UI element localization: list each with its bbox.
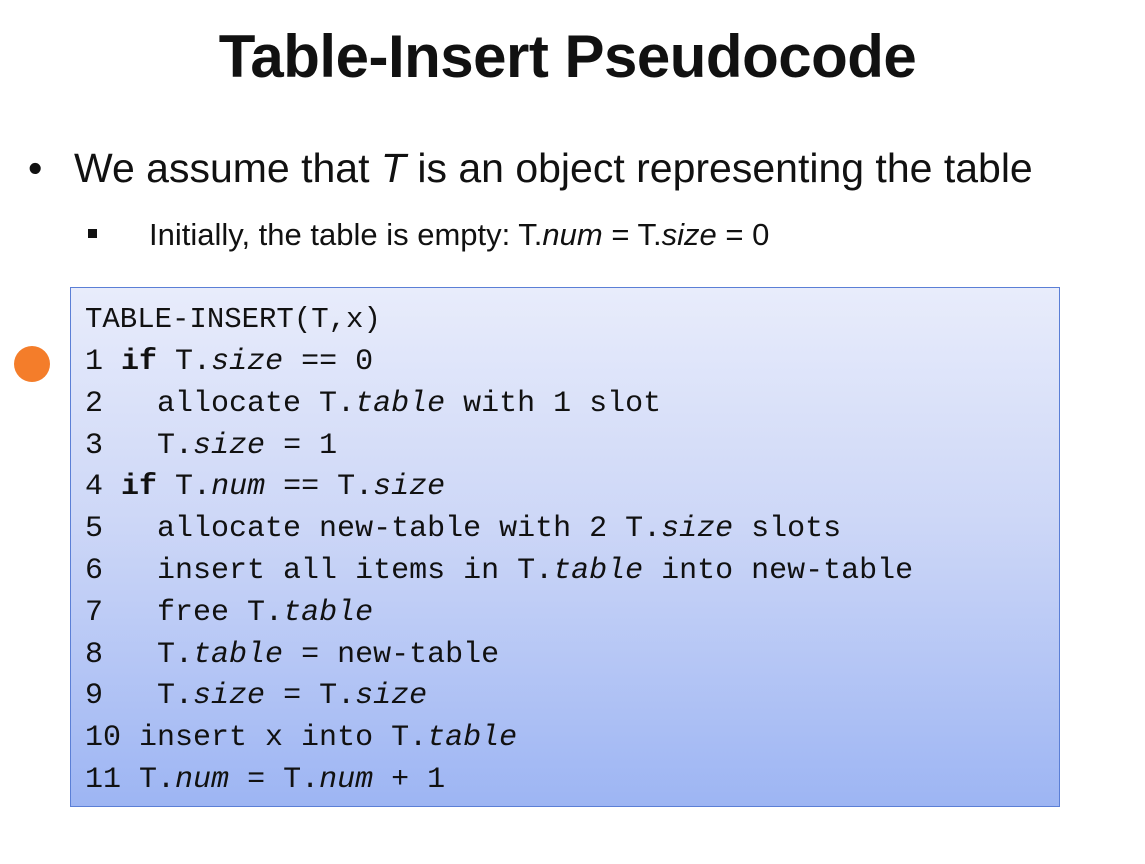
- bullet-1-text-pre: We assume that: [74, 145, 381, 191]
- line-number: 8: [85, 637, 104, 672]
- code-line: 10 insert x into T.table: [85, 718, 913, 760]
- line-number: 4: [85, 470, 104, 505]
- line-indent: [103, 345, 121, 379]
- code-field: table: [355, 386, 446, 421]
- bullet-2-text-pre: Initially, the table is empty: T.: [149, 217, 543, 252]
- code-field: table: [193, 637, 284, 672]
- line-number: 6: [85, 553, 104, 588]
- line-number: 2: [85, 386, 104, 421]
- line-number: 7: [85, 595, 104, 630]
- bullet-2-size: size: [661, 217, 717, 252]
- bullet-2-num: num: [542, 217, 603, 252]
- code-text: slots: [733, 512, 842, 547]
- code-text: = T.: [229, 762, 320, 797]
- code-field: size: [373, 470, 446, 505]
- square-bullet-icon: [88, 229, 97, 239]
- line-indent: [103, 470, 121, 504]
- code-text: T.: [139, 762, 176, 797]
- code-field: size: [193, 679, 266, 714]
- bullet-assumption: • We assume that T is an object represent…: [28, 142, 1033, 194]
- code-text: == 0: [283, 345, 374, 379]
- code-keyword: if: [121, 470, 158, 505]
- line-indent: [103, 512, 157, 546]
- code-line: 1 if T.size == 0: [85, 342, 913, 384]
- code-line: 5 allocate new-table with 2 T.size slots: [85, 509, 913, 551]
- code-field: size: [661, 512, 734, 547]
- code-text: = 1: [265, 428, 338, 463]
- code-line: 9 T.size = T.size: [85, 676, 913, 718]
- code-text: == T.: [265, 470, 374, 505]
- bullet-1-text-post: is an object representing the table: [405, 145, 1033, 191]
- bullet-dot-icon: •: [28, 145, 43, 191]
- code-text: T.: [157, 470, 212, 505]
- code-line: 11 T.num = T.num + 1: [85, 760, 913, 802]
- code-text: insert x into T.: [139, 721, 428, 756]
- line-indent: [121, 721, 139, 755]
- pseudocode-header: TABLE-INSERT(T,x): [85, 303, 381, 336]
- slide-title: Table-Insert Pseudocode: [218, 23, 917, 90]
- code-text: with 1 slot: [445, 386, 662, 421]
- code-field: num: [175, 762, 230, 797]
- code-text: insert all items in T.: [157, 553, 554, 588]
- code-line: 6 insert all items in T.table into new-t…: [85, 551, 913, 593]
- code-text: T.: [157, 345, 212, 379]
- line-indent: [103, 679, 157, 713]
- code-text: + 1: [373, 762, 446, 797]
- code-keyword: if: [121, 345, 158, 379]
- code-line: 4 if T.num == T.size: [85, 467, 913, 509]
- code-text: into new-table: [643, 553, 914, 588]
- line-indent: [103, 429, 157, 463]
- code-line: 3 T.size = 1: [85, 426, 913, 468]
- code-field: table: [283, 595, 374, 630]
- code-field: num: [319, 762, 374, 797]
- code-field: size: [355, 679, 428, 714]
- bullet-2-text-mid: = T.: [602, 217, 662, 252]
- line-number: 1: [85, 345, 104, 379]
- code-text: = new-table: [283, 637, 500, 672]
- sub-bullet-initial-state: Initially, the table is empty: T.num = T…: [88, 213, 769, 257]
- line-number: 3: [85, 428, 104, 463]
- code-text: free T.: [157, 595, 284, 630]
- line-indent: [103, 387, 157, 421]
- line-indent: [103, 554, 157, 588]
- bullet-2-text-post: = 0: [716, 217, 770, 252]
- code-field: num: [211, 470, 266, 505]
- line-indent: [121, 763, 139, 797]
- code-text: T.: [157, 679, 194, 714]
- line-indent: [103, 638, 157, 672]
- line-number: 10: [85, 721, 122, 756]
- line-number: 11: [85, 762, 122, 797]
- code-line: 2 allocate T.table with 1 slot: [85, 384, 913, 426]
- code-text: = T.: [265, 679, 356, 714]
- code-line: 8 T.table = new-table: [85, 635, 913, 677]
- code-text: T.: [157, 637, 194, 672]
- laser-pointer-icon: [14, 346, 50, 382]
- line-number: 5: [85, 512, 104, 547]
- line-number: 9: [85, 679, 104, 714]
- code-field: size: [211, 345, 284, 379]
- code-field: table: [427, 721, 518, 756]
- code-text: allocate T.: [157, 386, 356, 421]
- bullet-1-var: T: [380, 145, 406, 191]
- code-field: size: [193, 428, 266, 463]
- code-field: table: [553, 553, 644, 588]
- line-indent: [103, 596, 157, 630]
- code-text: allocate new-table with 2 T.: [157, 512, 662, 547]
- code-line: 7 free T.table: [85, 593, 913, 635]
- code-text: T.: [157, 428, 194, 463]
